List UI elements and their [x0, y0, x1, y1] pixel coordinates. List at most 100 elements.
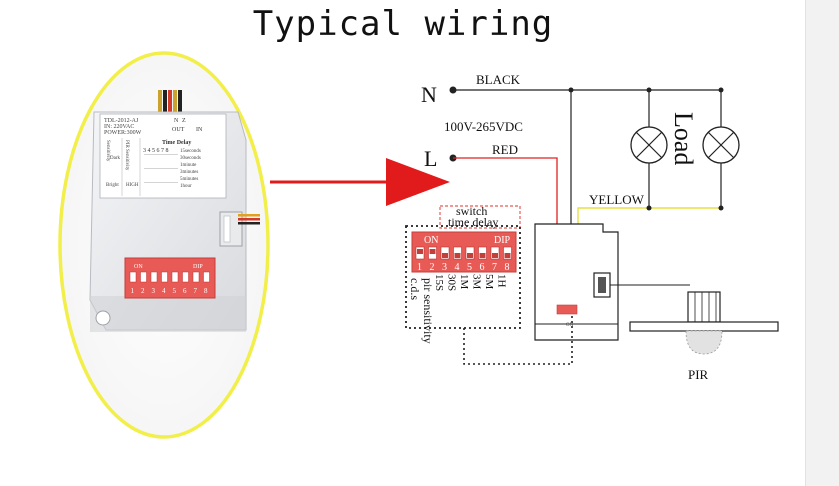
device-dip-number: 4	[162, 287, 166, 295]
time-option: 15seconds	[180, 149, 201, 154]
time-option: 5minutes	[180, 177, 198, 182]
ceiling-panel	[629, 321, 779, 332]
dip-label: DIP	[494, 235, 511, 246]
time-delay-label: time delay	[448, 215, 498, 229]
device-label	[99, 113, 227, 199]
device-dip-number: 5	[173, 287, 177, 295]
page-title: Typical wiring	[252, 4, 554, 44]
dip-link-line	[463, 316, 573, 365]
device-photo: TDL-2012-AJ IN: 220VAC POWER:300W N Z OU…	[58, 51, 270, 439]
lamp-icon	[702, 126, 740, 164]
black-wire-label: BLACK	[476, 72, 521, 87]
terminal-in: IN	[196, 127, 203, 133]
dip-detail-box	[405, 225, 521, 329]
time-delay-numbers: 3 4 5 6 7 8	[143, 148, 169, 154]
device-dip-number: 7	[194, 287, 198, 295]
red-wire-label: RED	[492, 142, 518, 157]
controller-dip	[556, 304, 578, 315]
sensitivity-label: Sensitivity	[105, 140, 110, 162]
device-dip-number: 2	[141, 287, 145, 295]
pir-sensitivity-label: pir sensitivity	[421, 278, 435, 344]
wire-bundle-top	[158, 90, 182, 112]
time-value: 15S	[433, 274, 445, 291]
high-label: HIGH	[126, 183, 139, 188]
cds-label: c.d.s	[408, 278, 422, 300]
dip-key-lever	[429, 249, 436, 254]
device-dip-number: 8	[204, 287, 208, 295]
device-dip-key	[171, 271, 179, 283]
line-label: L	[424, 146, 437, 171]
bright-label: Bright	[106, 183, 119, 188]
pir-sensor	[629, 291, 779, 355]
device-dip-key	[182, 271, 189, 283]
mounting-hole	[95, 310, 111, 326]
dip-number: 7	[492, 262, 497, 273]
time-option: 3minutes	[180, 170, 198, 175]
device-dip-key	[161, 271, 168, 283]
dip-number: 6	[480, 262, 485, 273]
device-dip-keys	[129, 271, 210, 283]
input-line: IN: 220VAC	[104, 124, 134, 130]
side-wires	[238, 214, 260, 225]
power-line: POWER:300W	[104, 130, 142, 136]
voltage-label: 100V-265VDC	[444, 119, 523, 134]
switch-label: switch	[456, 204, 487, 218]
pir-lens	[685, 330, 723, 355]
dark-label: Dark	[110, 156, 120, 161]
pointer-arrow	[270, 158, 450, 206]
dip-key-lever	[492, 253, 498, 258]
red-wire	[453, 157, 558, 226]
time-value: 1M	[458, 274, 470, 290]
switch-group-box	[439, 205, 521, 229]
time-option: 30seconds	[180, 156, 201, 161]
dip-key-lever	[417, 249, 423, 254]
device-dip-key	[140, 271, 147, 283]
yellow-wire	[577, 207, 721, 226]
dip-on-label: ON	[424, 235, 438, 246]
pir-sensitivity-label: PIR Sensitivity	[124, 140, 129, 171]
device-dip-switch	[124, 257, 216, 299]
time-delay-title: Time Delay	[162, 140, 191, 146]
terminal-n: N	[174, 118, 179, 124]
dip-number: 2	[430, 262, 435, 273]
yellow-wire-label: YELLOW	[589, 192, 645, 207]
side-connector	[219, 211, 243, 247]
lamp-icon	[630, 126, 668, 164]
dip-key-lever	[504, 253, 511, 258]
scrollbar[interactable]	[805, 0, 839, 486]
time-value: 5M	[483, 274, 495, 290]
dip-key-lever	[467, 253, 473, 258]
device-dip-key	[203, 271, 210, 283]
pir-label: PIR	[688, 367, 709, 382]
device-dip-number: 1	[131, 287, 135, 295]
dip-number: 4	[455, 262, 460, 273]
terminal-z: Z	[182, 118, 186, 124]
dip-number: 1	[417, 262, 422, 273]
dip-key-lever	[479, 253, 486, 258]
terminal-out: OUT	[172, 127, 185, 133]
dip-number: 3	[442, 262, 447, 273]
wiring-schematic: N BLACK 100V-265VDC L RED	[405, 72, 779, 382]
neutral-label: N	[421, 82, 437, 107]
dip-key-lever	[442, 253, 448, 258]
dip-number: 5	[467, 262, 472, 273]
device-dip-key	[192, 271, 200, 283]
time-value: 3M	[471, 274, 483, 290]
time-option: 1hour	[180, 184, 192, 189]
time-value: 30S	[446, 274, 458, 291]
device-dip-on-label: ON	[134, 264, 143, 270]
dip-number: 8	[505, 262, 510, 273]
dip-keys	[415, 246, 512, 260]
svg-text:ON: ON	[566, 323, 574, 328]
time-value: 1H	[496, 274, 508, 288]
dip-key-lever	[454, 253, 461, 258]
device-dip-number: 6	[183, 287, 187, 295]
load-label: Load	[669, 112, 698, 165]
model-line: TDL-2012-AJ	[104, 118, 139, 124]
controller-box	[534, 223, 619, 341]
